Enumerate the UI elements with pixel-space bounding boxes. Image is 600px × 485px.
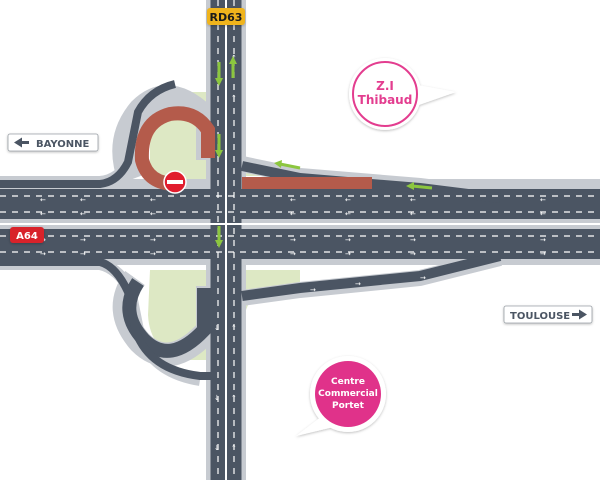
svg-text:←: ← xyxy=(290,196,296,204)
cc-line3: Portet xyxy=(332,401,365,411)
svg-text:→: → xyxy=(420,274,426,282)
rd63-label: RD63 xyxy=(210,11,243,24)
svg-text:←: ← xyxy=(410,210,416,218)
svg-text:←: ← xyxy=(290,210,296,218)
bayonne-sign: BAYONNE xyxy=(7,133,99,152)
svg-text:→: → xyxy=(310,286,316,294)
svg-text:↓: ↓ xyxy=(214,394,220,402)
rd63-sign: RD63 xyxy=(207,8,245,25)
arrow-left-icon xyxy=(14,137,29,148)
svg-text:→: → xyxy=(80,250,86,258)
cc-line1: Centre xyxy=(331,377,365,387)
a64-label: A64 xyxy=(16,231,38,242)
a64-sign: A64 xyxy=(10,227,44,243)
svg-text:→: → xyxy=(290,250,296,258)
svg-text:→: → xyxy=(540,236,546,244)
svg-text:→: → xyxy=(355,280,361,288)
svg-text:↑: ↑ xyxy=(231,444,237,452)
closed-route xyxy=(134,106,372,191)
svg-text:→: → xyxy=(150,250,156,258)
svg-text:↓: ↓ xyxy=(214,324,220,332)
toulouse-label: TOULOUSE xyxy=(510,311,570,322)
svg-text:↓: ↓ xyxy=(214,444,220,452)
svg-text:→: → xyxy=(150,236,156,244)
svg-text:←: ← xyxy=(150,196,156,204)
zi-line1: Z.I xyxy=(376,79,394,93)
svg-text:→: → xyxy=(40,250,46,258)
bayonne-label: BAYONNE xyxy=(36,139,90,150)
svg-text:→: → xyxy=(345,250,351,258)
zi-thibaud-bubble: Z.I Thibaud xyxy=(349,58,456,130)
svg-text:→: → xyxy=(290,236,296,244)
svg-text:↑: ↑ xyxy=(231,394,237,402)
svg-text:←: ← xyxy=(540,196,546,204)
svg-text:↑: ↑ xyxy=(231,94,237,102)
svg-text:←: ← xyxy=(80,196,86,204)
no-entry-icon xyxy=(163,170,187,194)
centre-commercial-bubble: Centre Commercial Portet xyxy=(296,356,386,436)
arrow-right-icon xyxy=(572,309,587,320)
green-flow-arrows xyxy=(215,56,433,248)
svg-text:→: → xyxy=(80,236,86,244)
svg-text:→: → xyxy=(410,236,416,244)
svg-text:←: ← xyxy=(150,210,156,218)
svg-text:←: ← xyxy=(410,196,416,204)
zi-line2: Thibaud xyxy=(358,93,413,107)
svg-text:←: ← xyxy=(40,196,46,204)
svg-text:←: ← xyxy=(540,210,546,218)
white-arrows: ← ← ← ← ← ← ← ← ← ← ← ← ← ← → → → → → → → → → → → → →… xyxy=(40,54,546,452)
svg-text:←: ← xyxy=(345,196,351,204)
svg-text:→: → xyxy=(540,250,546,258)
svg-text:←: ← xyxy=(345,210,351,218)
toulouse-sign: TOULOUSE xyxy=(503,305,593,324)
cc-line2: Commercial xyxy=(318,389,378,399)
svg-text:←: ← xyxy=(80,210,86,218)
svg-text:←: ← xyxy=(40,210,46,218)
svg-text:→: → xyxy=(345,236,351,244)
svg-text:↑: ↑ xyxy=(231,324,237,332)
svg-text:→: → xyxy=(410,250,416,258)
